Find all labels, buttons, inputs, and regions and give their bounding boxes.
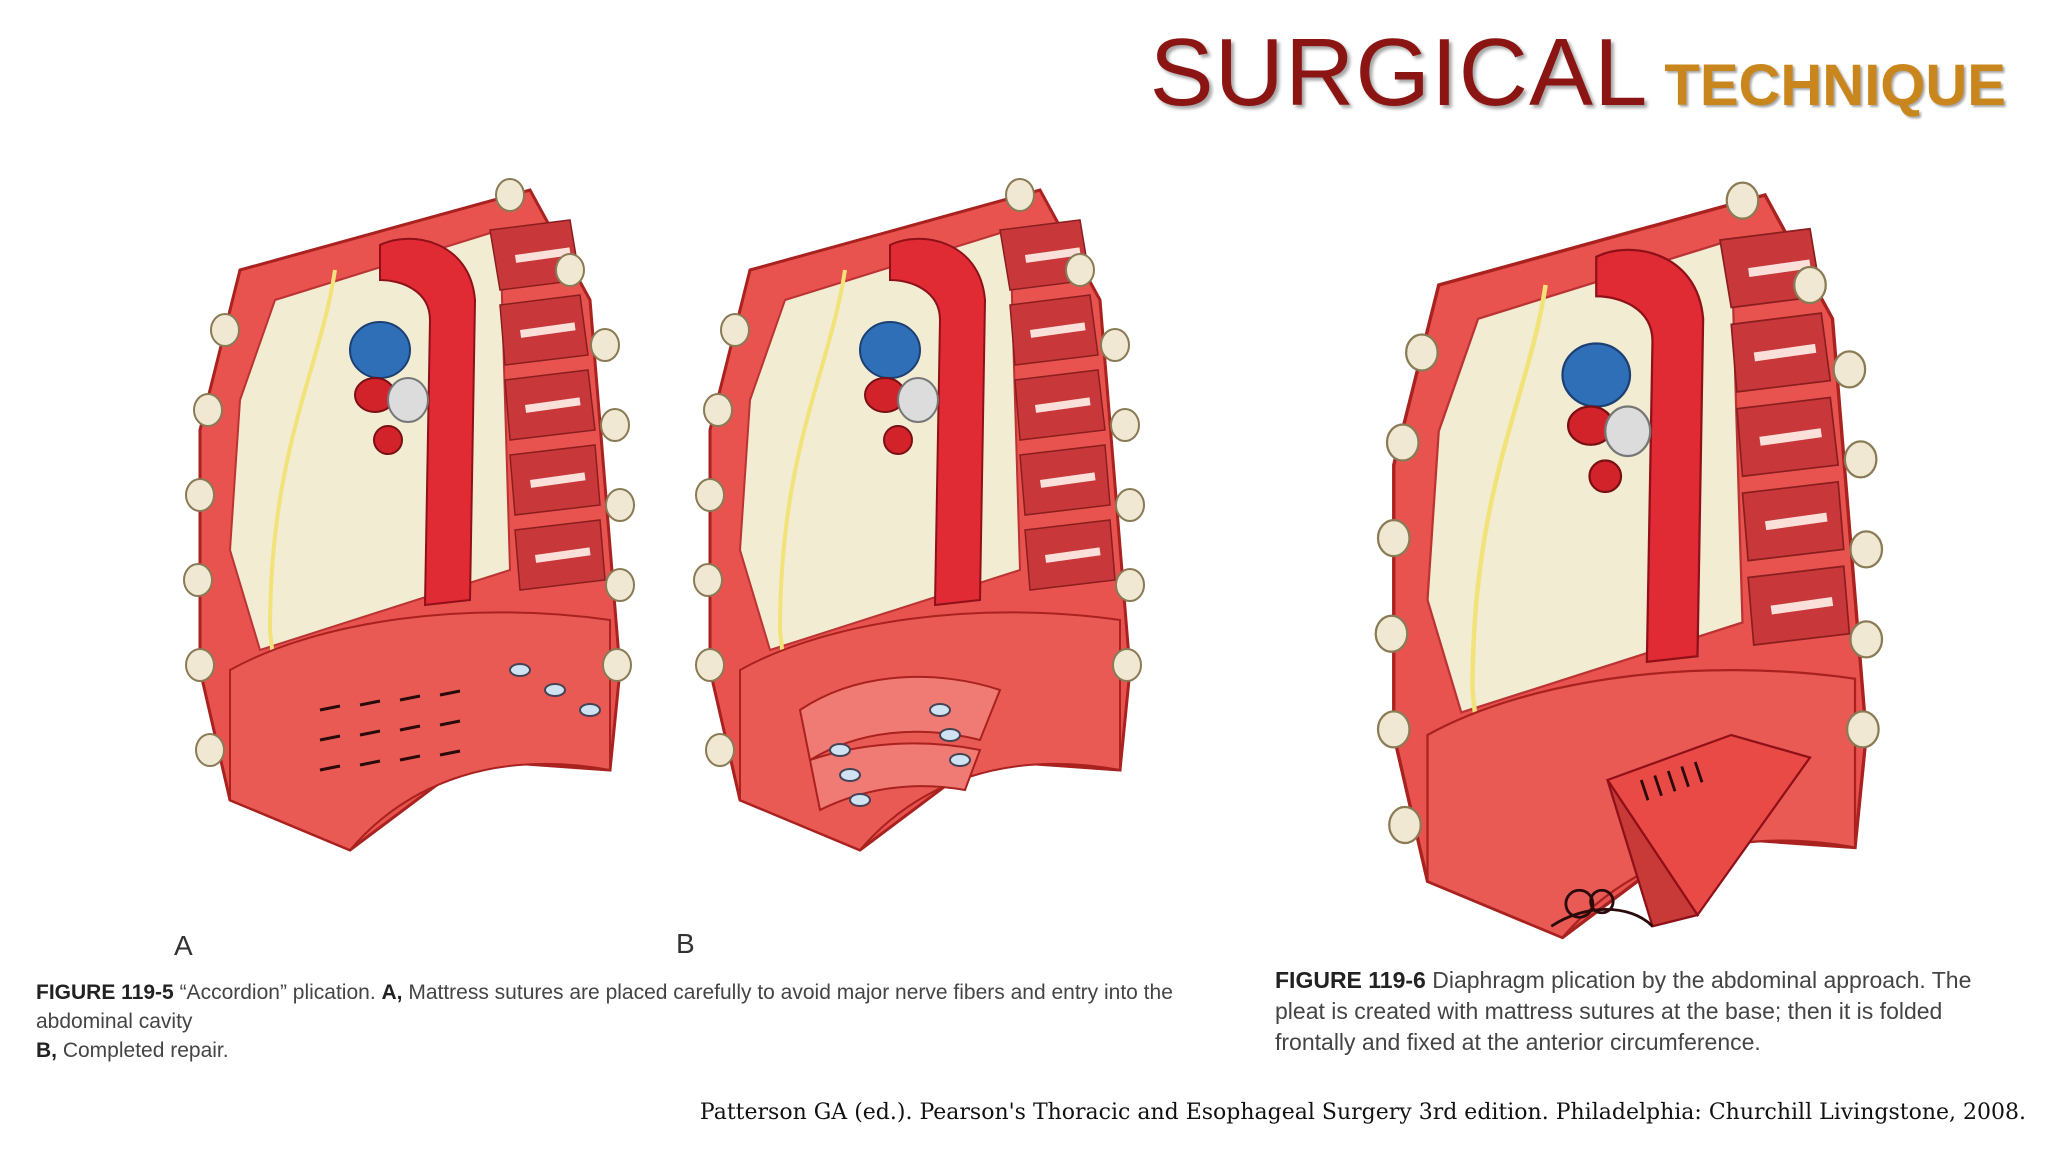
figure-119-5-text-c: Completed repair. <box>57 1039 229 1062</box>
figure-119-5-text-a: “Accordion” plication. <box>173 981 382 1004</box>
panel-letter-b: B <box>676 928 695 959</box>
panel-letter-a: A <box>174 930 193 961</box>
citation: Patterson GA (ed.). Pearson's Thoracic a… <box>699 1100 2026 1125</box>
title-sub: TECHNIQUE <box>1664 53 2006 118</box>
figure-119-5-bold-a: A, <box>381 981 403 1004</box>
illustration-b <box>692 177 1146 852</box>
figure-119-6-text: Diaphragm plication by the abdominal app… <box>1275 967 1972 1055</box>
caption-figure-119-5: FIGURE 119-5 “Accordion” plication. A, M… <box>36 978 1256 1065</box>
figure-119-5-text-b: Mattress sutures are placed carefully to… <box>36 981 1173 1033</box>
illustration-a <box>182 177 636 852</box>
figure-119-6-label: FIGURE 119-6 <box>1275 967 1426 993</box>
title-main: SURGICAL <box>1149 19 1649 126</box>
figure-119-5-label: FIGURE 119-5 <box>36 981 174 1004</box>
illustration-c <box>1360 150 1900 960</box>
caption-figure-119-6: FIGURE 119-6 Diaphragm plication by the … <box>1275 965 1995 1058</box>
figure-119-5-bold-b: B, <box>36 1039 57 1062</box>
